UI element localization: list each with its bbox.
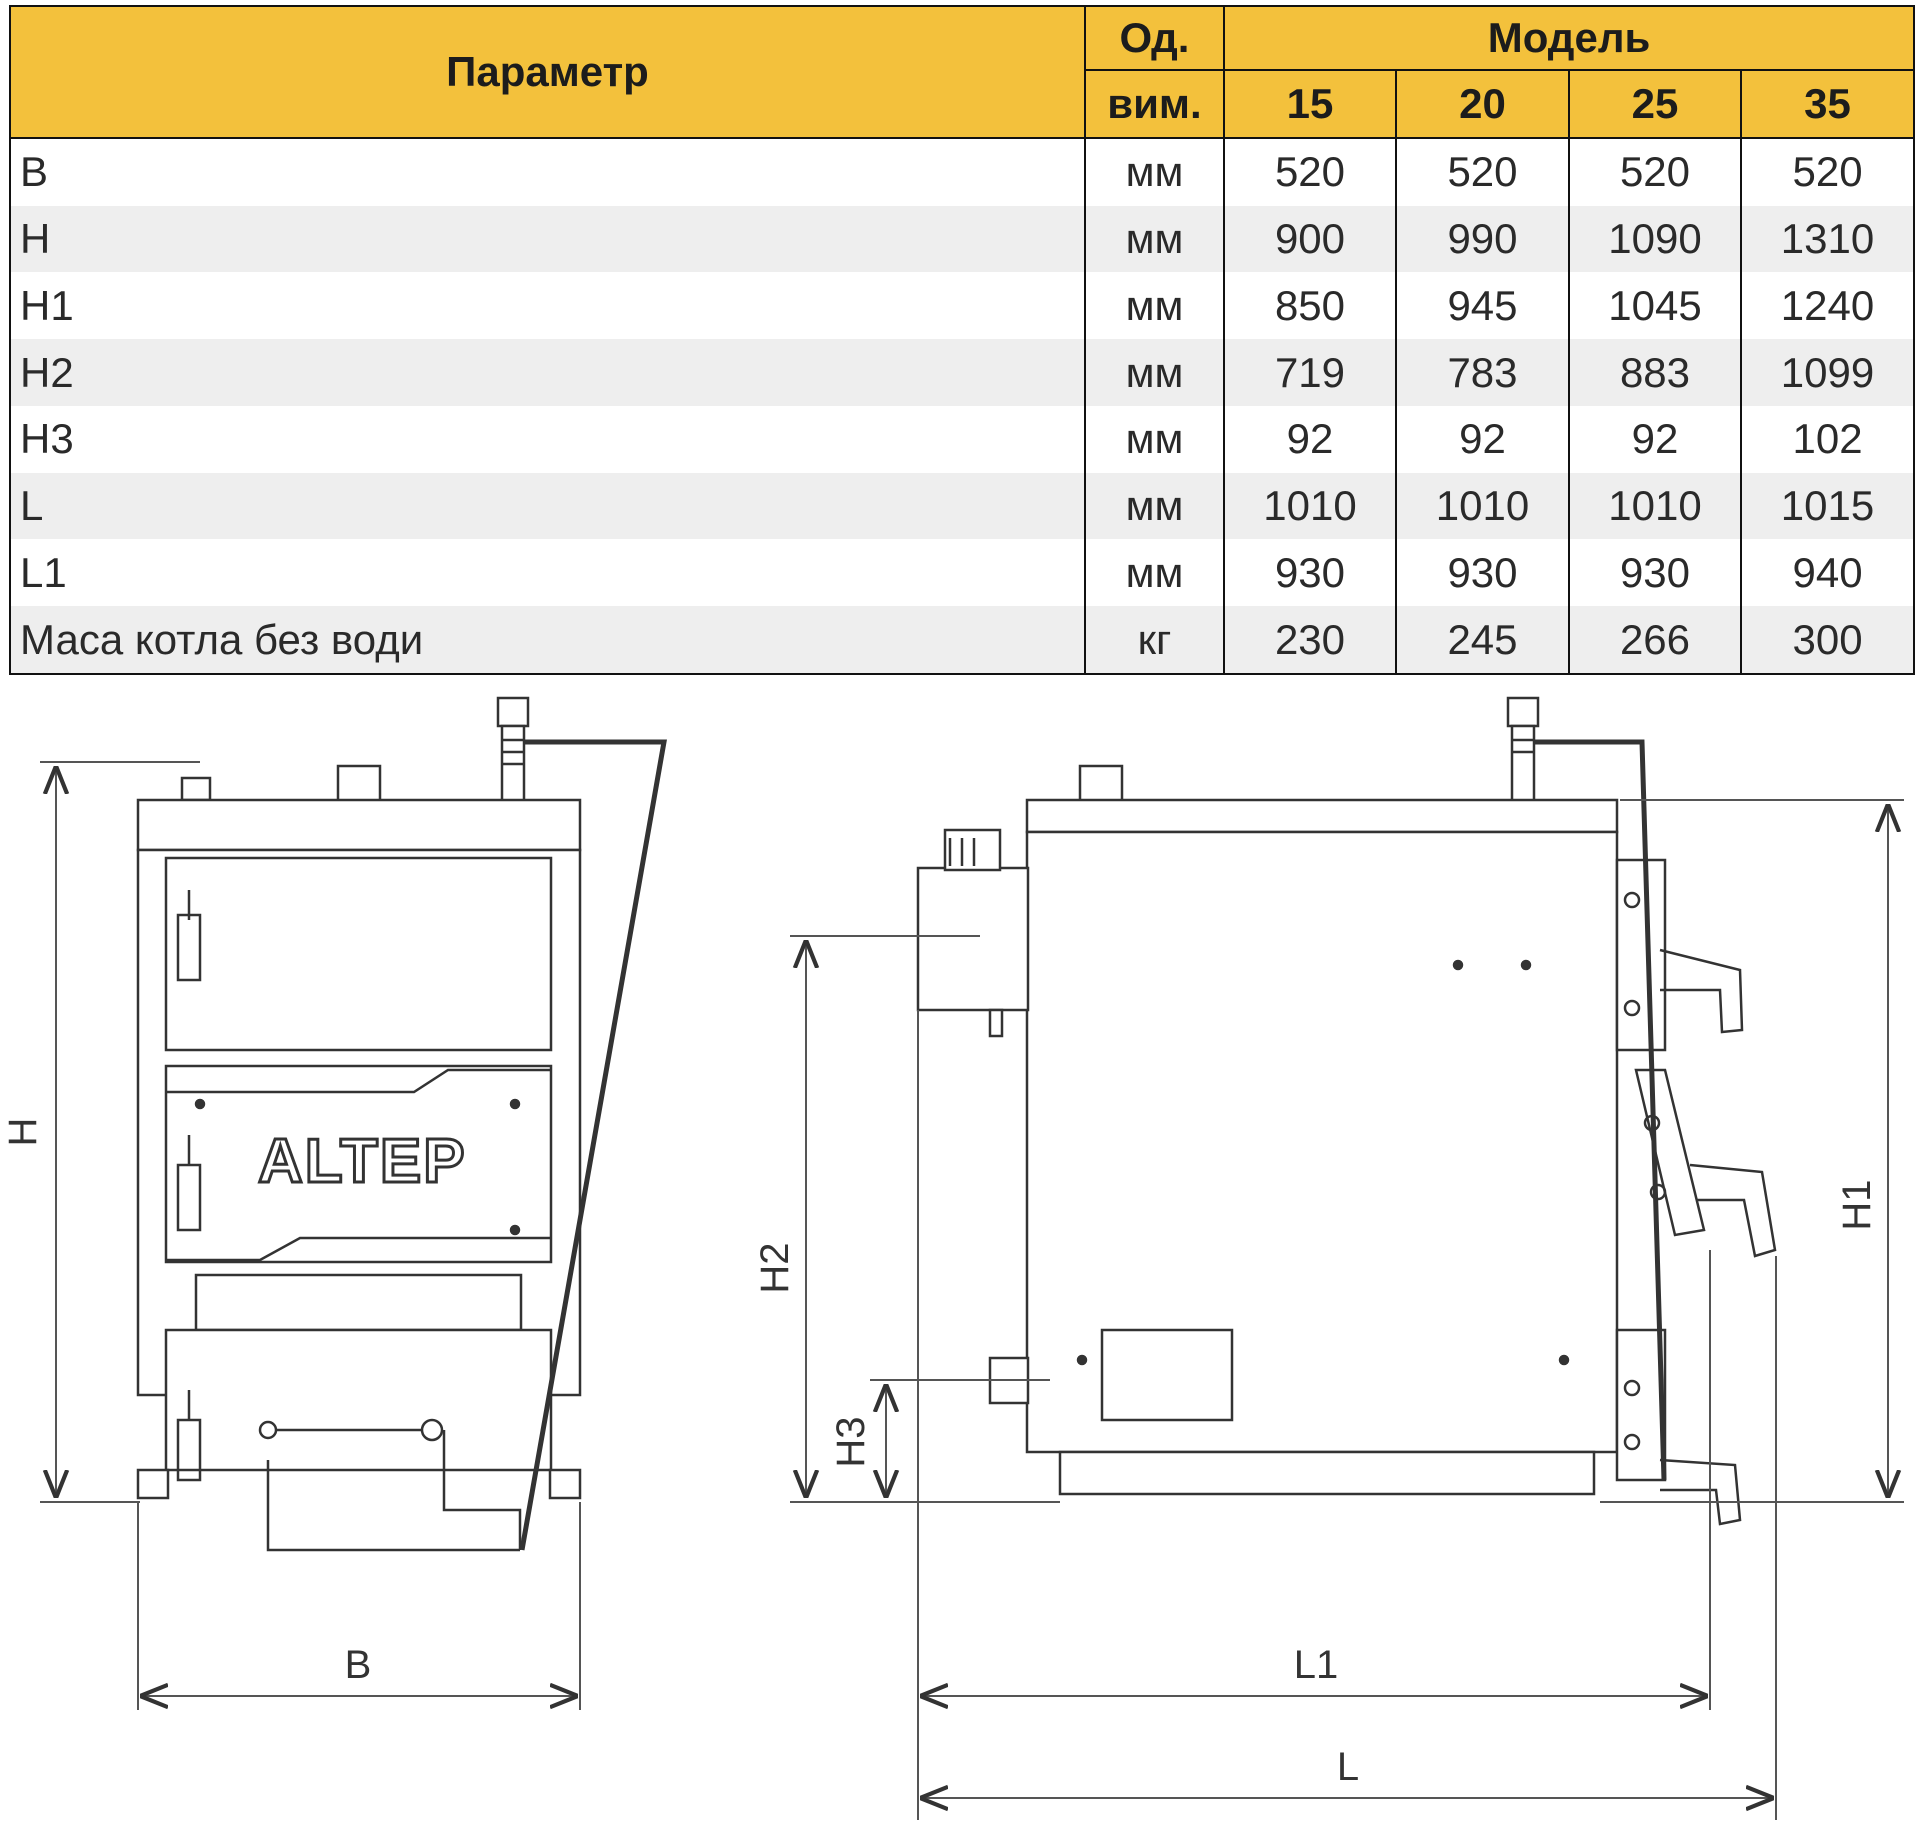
value-cell: 102 <box>1739 405 1916 473</box>
value-cell: 990 <box>1395 205 1570 273</box>
table-row: H3 мм 92 92 92 102 <box>9 405 1916 473</box>
param-cell: H1 <box>9 272 1086 340</box>
spec-table: Параметр Од. Модель вим. 15 20 25 35 B м… <box>9 5 1916 675</box>
label-l: L <box>1337 1745 1359 1789</box>
side-view <box>916 696 1777 1526</box>
value-cell: 930 <box>1223 539 1397 607</box>
header-unit-line2: вим. <box>1084 69 1225 139</box>
value-cell: 520 <box>1395 137 1570 206</box>
value-cell: 1010 <box>1568 472 1742 540</box>
header-model-35: 35 <box>1739 69 1916 139</box>
unit-cell: мм <box>1084 339 1225 406</box>
front-view: ALTEP <box>136 696 667 1552</box>
value-cell: 266 <box>1568 606 1742 674</box>
value-cell: 1090 <box>1568 205 1742 273</box>
value-cell: 940 <box>1739 539 1916 607</box>
table-row: H мм 900 990 1090 1310 <box>9 205 1916 273</box>
value-cell: 1015 <box>1739 472 1916 540</box>
value-cell: 850 <box>1223 272 1397 340</box>
table-row: L1 мм 930 930 930 940 <box>9 539 1916 607</box>
unit-cell: мм <box>1084 405 1225 473</box>
value-cell: 900 <box>1223 205 1397 273</box>
param-cell: Маса котла без води <box>9 606 1086 674</box>
brand-logo: ALTEP <box>258 1127 467 1196</box>
param-cell: H3 <box>9 405 1086 473</box>
header-model-25: 25 <box>1568 69 1742 139</box>
value-cell: 719 <box>1223 339 1397 406</box>
unit-cell: мм <box>1084 539 1225 607</box>
param-cell: L1 <box>9 539 1086 607</box>
header-parameter: Параметр <box>9 5 1086 139</box>
header-unit-line1: Од. <box>1084 5 1225 71</box>
value-cell: 520 <box>1739 137 1916 206</box>
param-cell: L <box>9 472 1086 540</box>
value-cell: 92 <box>1223 405 1397 473</box>
table-row: L мм 1010 1010 1010 1015 <box>9 472 1916 540</box>
header-model-20: 20 <box>1395 69 1570 139</box>
label-l1: L1 <box>1294 1643 1339 1687</box>
label-h: H <box>1 1118 45 1147</box>
label-h3: H3 <box>829 1416 873 1467</box>
value-cell: 930 <box>1395 539 1570 607</box>
value-cell: 1010 <box>1223 472 1397 540</box>
table-row: H2 мм 719 783 883 1099 <box>9 339 1916 406</box>
unit-cell: мм <box>1084 472 1225 540</box>
value-cell: 92 <box>1395 405 1570 473</box>
table-row: H1 мм 850 945 1045 1240 <box>9 272 1916 340</box>
value-cell: 930 <box>1568 539 1742 607</box>
value-cell: 945 <box>1395 272 1570 340</box>
boiler-drawing: ALTEP H B <box>1 696 1904 1820</box>
param-cell: H <box>9 205 1086 273</box>
header-model-15: 15 <box>1223 69 1397 139</box>
unit-cell: кг <box>1084 606 1225 674</box>
header-model: Модель <box>1222 5 1916 71</box>
label-b: B <box>345 1643 372 1687</box>
value-cell: 1240 <box>1739 272 1916 340</box>
value-cell: 92 <box>1568 405 1742 473</box>
value-cell: 1045 <box>1568 272 1742 340</box>
value-cell: 1310 <box>1739 205 1916 273</box>
unit-cell: мм <box>1084 205 1225 273</box>
value-cell: 230 <box>1223 606 1397 674</box>
unit-cell: мм <box>1084 137 1225 206</box>
value-cell: 300 <box>1739 606 1916 674</box>
value-cell: 1099 <box>1739 339 1916 406</box>
value-cell: 520 <box>1568 137 1742 206</box>
param-cell: H2 <box>9 339 1086 406</box>
value-cell: 783 <box>1395 339 1570 406</box>
value-cell: 245 <box>1395 606 1570 674</box>
unit-cell: мм <box>1084 272 1225 340</box>
label-h2: H2 <box>753 1242 797 1293</box>
front-dimensions <box>40 761 581 1710</box>
table-row: Маса котла без води кг 230 245 266 300 <box>9 606 1916 674</box>
value-cell: 520 <box>1223 137 1397 206</box>
table-row: B мм 520 520 520 520 <box>9 137 1916 206</box>
value-cell: 883 <box>1568 339 1742 406</box>
side-dimensions <box>790 799 1904 1820</box>
param-cell: B <box>9 137 1086 206</box>
label-h1: H1 <box>1835 1179 1879 1230</box>
value-cell: 1010 <box>1395 472 1570 540</box>
